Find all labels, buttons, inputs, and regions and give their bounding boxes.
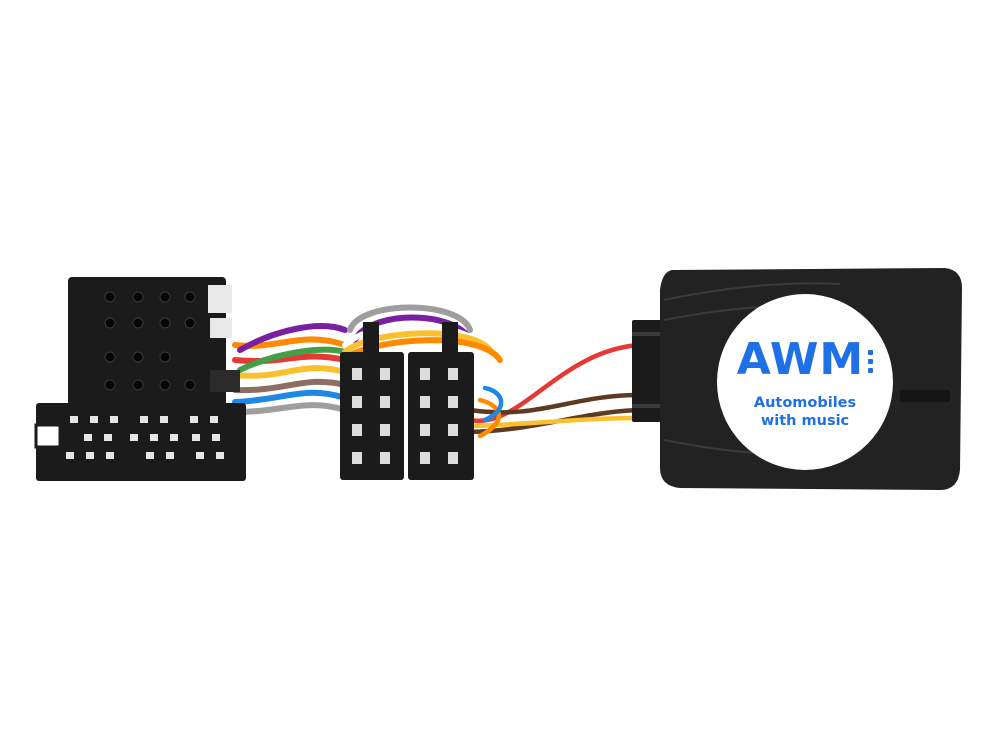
tagline-line-1: Automobiles <box>753 394 857 411</box>
module-label-disc <box>717 294 893 470</box>
tagline-line-2: with music <box>760 413 850 429</box>
iso-connector-left <box>340 322 404 480</box>
brand-dots-icon <box>868 350 874 374</box>
brand-text: AWM <box>736 333 865 385</box>
wire-bundle-left <box>232 323 348 415</box>
brand-tagline: Automobiles with music <box>754 394 856 430</box>
interface-module <box>660 268 962 490</box>
iso-connector-right <box>408 322 474 480</box>
wire-bundle-right <box>467 342 643 439</box>
wire-loop-top <box>342 304 503 363</box>
module-plug <box>632 320 662 422</box>
module-label: AWM Automobiles with music <box>717 294 893 470</box>
quadlock-connector <box>34 277 246 481</box>
brand-logo: AWM <box>736 333 874 385</box>
